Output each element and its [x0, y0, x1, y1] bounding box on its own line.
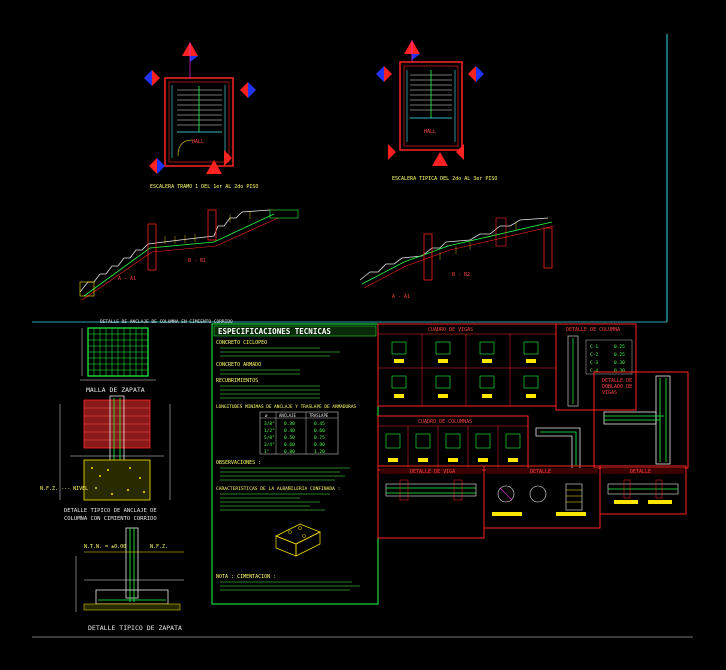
sheet-border [32, 34, 693, 638]
hook-detail-panel: DETALLE [483, 465, 601, 529]
stair-section-2: A - A1 B - B2 [359, 217, 555, 300]
table-cell: 0.40 [284, 428, 295, 434]
column-detail-cell: 0.30 [614, 360, 625, 366]
column-detail-cell: C-4 [590, 368, 598, 374]
column-schedule: CUADRO DE COLUMNAS [377, 415, 529, 471]
footing-mesh-detail: DETALLE DE ANCLAJE DE COLUMNA EN CIMIENT… [80, 319, 233, 394]
section-label-2: B - B1 [188, 258, 206, 264]
table-cell: 0.90 [314, 442, 325, 448]
table-cell: 1/2" [264, 428, 275, 434]
table-cell: 0.45 [314, 421, 325, 427]
beam-bending-line1: DETALLE DE [602, 378, 632, 384]
stair-section-1: A - A1 B - B1 [79, 209, 299, 301]
stair-plan-1: HALL ESCALERA TRAMO 1 DEL 1er AL 2do PIS… [144, 42, 258, 190]
beam-bending-line3: VIGAS [602, 390, 617, 396]
column-detail-cell: C-3 [590, 360, 598, 366]
specs-albanileria: CARACTERISTICAS DE LA ALBAÑILERIA CONFIN… [216, 485, 340, 492]
beam-bending-detail: DETALLE DE DOBLADO DE VIGAS [593, 371, 689, 469]
specs-nota: NOTA : CIMENTACION : [216, 574, 276, 580]
table-cell: 1" [264, 449, 269, 455]
typical-footing-detail: N.T.N. = ±0.00 N.F.Z. DETALLE TIPICO DE … [75, 527, 184, 632]
specs-concreto-ciclopeo: CONCRETO CICLOPEO [216, 340, 267, 346]
section-label-4: B - B2 [452, 272, 470, 278]
column-detail-cell: C-2 [590, 352, 598, 358]
table-cell: 3/8" [264, 421, 275, 427]
footing-mesh-title: DETALLE DE ANCLAJE DE COLUMNA EN CIMIENT… [100, 319, 233, 325]
beam-schedule: CUADRO DE VIGAS [377, 323, 557, 407]
table-header-anclaje: ANCLAJE [279, 413, 296, 418]
table-cell: 3/4" [264, 442, 275, 448]
section-label-3: A - A1 [392, 294, 410, 300]
hook-detail-title: DETALLE [530, 469, 551, 475]
column-detail-cell: 0.30 [614, 368, 625, 374]
stair-plan-2: HALL ESCALERA TIPICA DEL 2do AL 3er PISO [376, 40, 497, 182]
column-detail-cell: 0.25 [614, 344, 625, 350]
column-detail-cell: C-1 [590, 344, 598, 350]
footing-mesh-caption: MALLA DE ZAPATA [86, 386, 145, 394]
column-detail-title: DETALLE DE COLUMNA [566, 327, 620, 333]
corner-rebar-detail [535, 427, 581, 471]
anchor-level-label: N.F.Z. --- NIVEL [40, 486, 88, 492]
footing-label-left: N.T.N. = ±0.00 [84, 544, 126, 550]
beam-detail-panel: DETALLE DE VIGA [377, 465, 485, 539]
anchor-caption-line2: COLUMNA CON CIMIENTO CORRIDO [64, 516, 157, 522]
beam-detail-title: DETALLE DE VIGA [410, 469, 455, 475]
stair-plan-1-caption: ESCALERA TRAMO 1 DEL 1er AL 2do PISO [150, 184, 258, 190]
table-cell: 5/8" [264, 435, 275, 441]
specs-longitudes-title: LONGITUDES MINIMAS DE ANCLAJE Y TRASLAPE… [216, 404, 356, 410]
footing-caption: DETALLE TIPICO DE ZAPATA [88, 624, 182, 632]
anchor-caption-line1: DETALLE TIPICO DE ANCLAJE DE [64, 508, 157, 514]
specs-concreto-armado: CONCRETO ARMADO [216, 362, 261, 368]
table-header-diam: ø [265, 413, 268, 418]
column-schedule-title: CUADRO DE COLUMNAS [418, 419, 472, 425]
stair-plan-1-room-label: HALL [192, 139, 204, 145]
table-cell: 0.50 [284, 435, 295, 441]
column-detail-cell: 0.25 [614, 352, 625, 358]
specs-title: ESPECIFICACIONES TECNICAS [218, 327, 331, 336]
specs-observaciones: OBSERVACIONES : [216, 460, 261, 466]
table-header-traslape: TRASLAPE [309, 413, 329, 418]
table-cell: 1.20 [314, 449, 325, 455]
slab-detail-panel: DETALLE [599, 465, 687, 515]
brick-sketch [275, 523, 321, 557]
anchorage-table: ø ANCLAJE TRASLAPE 3/8" 0.30 0.45 1/2" 0… [259, 411, 339, 455]
slab-detail-title: DETALLE [630, 469, 651, 475]
footing-label-right: N.F.Z. [150, 544, 168, 550]
table-cell: 0.60 [284, 442, 295, 448]
beam-bending-line2: DOBLADO DE [602, 384, 632, 390]
stair-plan-2-room-label: HALL [424, 129, 436, 135]
table-cell: 0.75 [314, 435, 325, 441]
specs-recubrimientos: RECUBRIMIENTOS [216, 378, 258, 384]
column-detail-table: DETALLE DE COLUMNA C-1 0.25 C-2 0.25 C-3… [555, 323, 637, 411]
table-cell: 0.60 [314, 428, 325, 434]
specifications-panel: ESPECIFICACIONES TECNICAS CONCRETO CICLO… [211, 323, 379, 605]
beam-schedule-title: CUADRO DE VIGAS [428, 327, 473, 333]
column-anchor-detail: N.F.Z. --- NIVEL DETALLE TIPICO DE ANCLA… [40, 395, 171, 522]
table-cell: 0.80 [284, 449, 295, 455]
section-label-1: A - A1 [118, 276, 136, 282]
stair-plan-2-caption: ESCALERA TIPICA DEL 2do AL 3er PISO [392, 176, 497, 182]
table-cell: 0.30 [284, 421, 295, 427]
